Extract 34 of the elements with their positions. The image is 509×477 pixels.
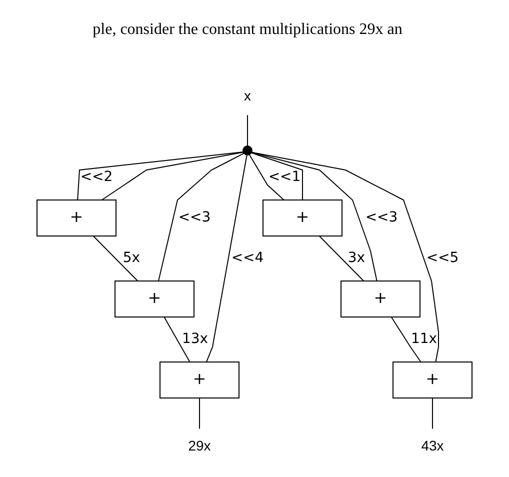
edge-label: 11x [410,331,438,348]
connector [251,152,378,282]
connector [92,236,138,282]
edge-label: <<3 [365,210,398,226]
node-circle [242,146,252,156]
node-box: + [114,280,194,318]
connector [199,398,200,430]
connector [318,236,364,282]
edge-label: 13x [182,331,208,348]
node-box: + [262,200,342,236]
node-box: + [392,362,472,398]
node-text: x [244,88,251,104]
edge-label: <<3 [178,210,211,226]
edge-label: 5x [122,250,140,266]
connector [206,154,248,362]
node-text: 29x [188,438,211,454]
edge-label: <<1 [268,169,301,186]
connector [164,316,190,362]
edge-label: <<4 [231,250,264,266]
connector [432,398,433,430]
edge-label: 3x [348,250,366,266]
node-text: 43x [421,438,444,454]
connector [247,114,248,146]
node-box: + [340,280,420,318]
edge-label: <<5 [426,250,459,266]
connector [251,152,439,362]
connector [158,152,244,282]
connector [249,154,284,200]
label: ple, consider the constant multiplications 29x an [92,20,402,38]
connector [391,316,422,362]
edge-label: <<2 [80,169,113,186]
node-box: + [160,362,240,398]
connector [250,152,303,200]
node-box: + [36,200,116,236]
